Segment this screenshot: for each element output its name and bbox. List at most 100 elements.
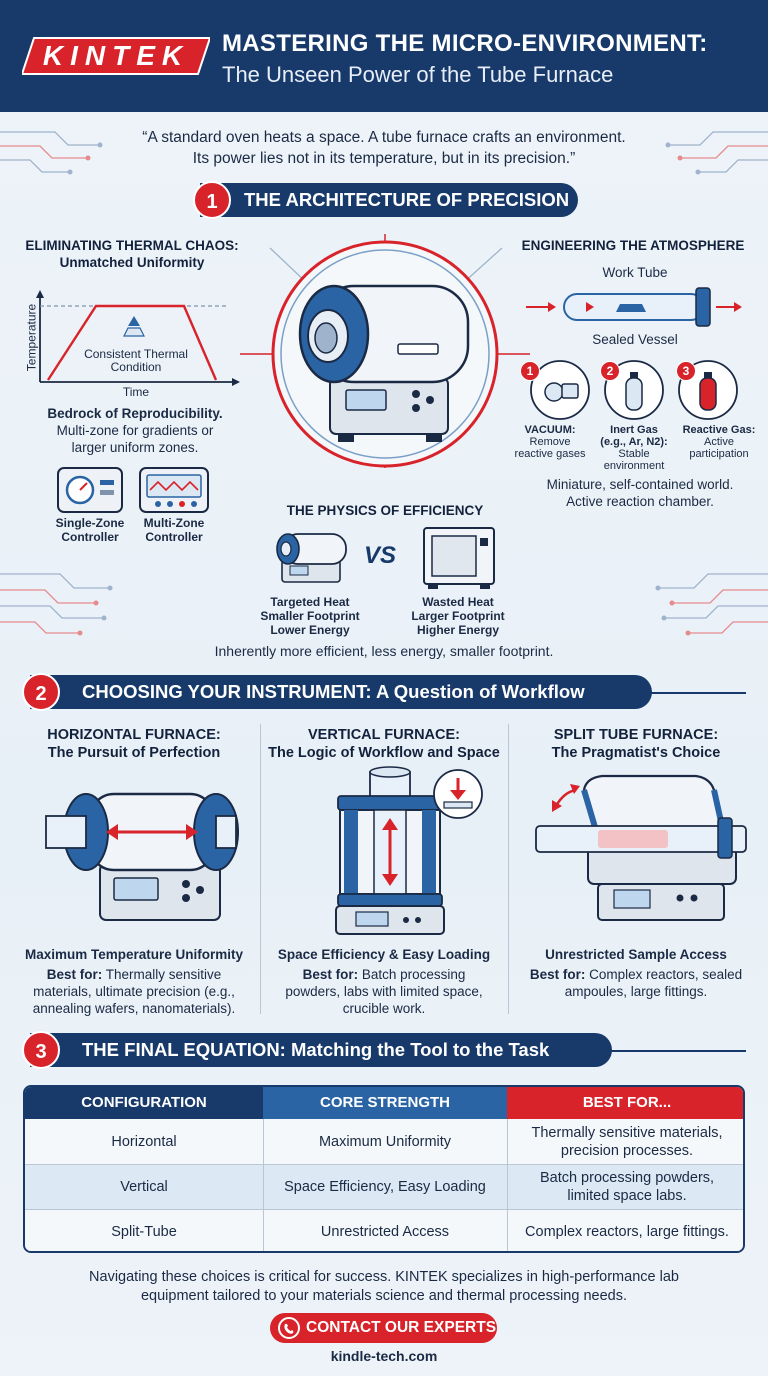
- wasted-heat-line-2: Larger Footprint: [411, 609, 505, 623]
- table-cell-best-vertical: Batch processing powders, limited space …: [507, 1164, 743, 1209]
- reproducibility-line-2: larger uniform zones.: [71, 440, 199, 455]
- wasted-heat-line-3: Higher Energy: [416, 623, 500, 637]
- inert-gas-mode-text: Inert Gas (e.g., Ar, N2): Stable environ…: [594, 424, 674, 472]
- table-cell-best-split: Complex reactors, large fittings.: [525, 1224, 729, 1240]
- table-cell-best-horizontal-line-2: precision processes.: [560, 1142, 694, 1159]
- atmosphere-mode-2-badge: 2: [600, 361, 620, 381]
- horizontal-best-line-1: Thermally sensitive: [102, 967, 222, 982]
- table-cell-best-vertical-line-2: limited space labs.: [567, 1187, 687, 1204]
- table-column-divider: [507, 1119, 508, 1251]
- x-axis-label: Time: [122, 385, 150, 399]
- vertical-furnace-heading: VERTICAL FURNACE: The Logic of Workflow …: [264, 726, 504, 762]
- temperature-profile-chart: [36, 290, 240, 386]
- table-row: [25, 1209, 743, 1251]
- vacuum-mode-line-1: Remove: [529, 436, 571, 448]
- table-cell-best-vertical-line-1: Batch processing powders,: [539, 1169, 715, 1186]
- split-tube-furnace-illustration: [535, 774, 747, 921]
- targeted-heat-line-3: Lower Energy: [270, 623, 350, 637]
- single-zone-label: Single-Zone Controller: [46, 516, 134, 544]
- vertical-furnace-title: VERTICAL FURNACE:: [308, 727, 460, 743]
- footer-text: Navigating these choices is critical for…: [40, 1268, 728, 1306]
- page-subtitle: The Unseen Power of the Tube Furnace: [222, 62, 614, 87]
- y-axis-label-wrap: Temperature: [2, 302, 62, 374]
- multi-zone-label: Multi-Zone Controller: [130, 516, 218, 544]
- atmosphere-caption-line-2: Active reaction chamber.: [566, 494, 714, 509]
- split-best-label: Best for:: [529, 967, 586, 982]
- reproducibility-line-1: Multi-zone for gradients or: [56, 423, 214, 438]
- column-divider-1: [260, 724, 261, 1014]
- vertical-furnace-subtitle: The Logic of Workflow and Space: [268, 745, 500, 761]
- atmosphere-mode-icons: [530, 360, 738, 420]
- horizontal-furnace-best-for: Best for: Thermally sensitive materials,…: [14, 966, 254, 1017]
- wasted-heat-line-1: Wasted Heat: [422, 595, 494, 609]
- table-cell-config-horizontal: Horizontal: [111, 1133, 177, 1150]
- efficiency-summary: Inherently more efficient, less energy, …: [214, 643, 554, 659]
- vertical-furnace-illustration: [335, 766, 483, 935]
- efficiency-heading: THE PHYSICS OF EFFICIENCY: [286, 503, 484, 518]
- table-row-divider: [25, 1164, 743, 1165]
- section-2-number: 2: [22, 673, 60, 711]
- reproducibility-bold: Bedrock of Reproducibility.: [47, 406, 223, 421]
- inert-gas-mode-line-1: (e.g., Ar, N2):: [600, 436, 668, 448]
- contact-experts-button[interactable]: CONTACT OUR EXPERTS: [270, 1313, 497, 1343]
- table-column-divider: [263, 1119, 264, 1251]
- box-oven-icon: [423, 527, 495, 589]
- reactive-gas-mode-text: Reactive Gas: Active participation: [676, 424, 762, 460]
- consistent-condition-line-1: Consistent Thermal: [84, 347, 188, 361]
- versus-label: VS: [360, 542, 400, 570]
- inert-gas-mode-line-2: Stable: [618, 448, 650, 460]
- inert-gas-mode-line-3: environment: [603, 460, 665, 472]
- reproducibility-caption: Bedrock of Reproducibility. Multi-zone f…: [24, 405, 246, 456]
- uniformity-heading: ELIMINATING THERMAL CHAOS: Unmatched Uni…: [14, 237, 250, 271]
- circuit-decoration-mid-right: [655, 573, 768, 636]
- horizontal-furnace-subtitle: The Pursuit of Perfection: [47, 745, 221, 761]
- atmosphere-mode-1-badge: 1: [520, 361, 540, 381]
- quote-line-2: Its power lies not in its temperature, b…: [192, 150, 576, 167]
- wasted-heat-caption: Wasted Heat Larger Footprint Higher Ener…: [396, 595, 520, 637]
- table-row-divider: [25, 1209, 743, 1210]
- split-best-line-1: Complex reactors, sealed: [585, 967, 743, 982]
- table-cell-strength-horizontal: Maximum Uniformity: [318, 1133, 452, 1150]
- split-furnace-subtitle: The Pragmatist's Choice: [551, 745, 721, 761]
- section-3-number: 3: [22, 1031, 60, 1069]
- inert-gas-mode-title: Inert Gas: [610, 424, 658, 436]
- vacuum-mode-line-2: reactive gases: [514, 448, 586, 460]
- multi-zone-label-line-2: Controller: [145, 530, 203, 544]
- work-tube-illustration: [526, 287, 742, 327]
- table-row: [25, 1164, 743, 1209]
- atmosphere-mode-3-badge: 3: [676, 361, 696, 381]
- table-cell-config-vertical: Vertical: [120, 1178, 168, 1195]
- vertical-best-label: Best for:: [302, 967, 359, 982]
- versus-text: VS: [363, 542, 396, 569]
- table-header-core-strength: CORE STRENGTH: [263, 1087, 507, 1119]
- central-tube-furnace-illustration: [240, 234, 530, 468]
- horizontal-furnace-title: HORIZONTAL FURNACE:: [47, 727, 221, 743]
- page-title: MASTERING THE MICRO-ENVIRONMENT:: [222, 30, 708, 57]
- vertical-furnace-strength: Space Efficiency & Easy Loading: [277, 947, 491, 962]
- vertical-best-line-2: powders, labs with limited space,: [285, 984, 483, 999]
- vertical-best-line-3: crucible work.: [342, 1001, 426, 1016]
- consistent-condition-label: Consistent Thermal Condition: [76, 348, 196, 374]
- table-header-best-for: BEST FOR...: [507, 1087, 743, 1119]
- split-furnace-best-for: Best for: Complex reactors, sealed ampou…: [512, 966, 760, 1000]
- comparison-table: CONFIGURATION CORE STRENGTH BEST FOR... …: [23, 1085, 745, 1253]
- section-1-banner: [200, 183, 578, 217]
- work-tube-label: Work Tube: [602, 265, 668, 280]
- small-tube-furnace-icon: [276, 533, 347, 583]
- section-1-number: 1: [193, 181, 231, 219]
- multi-zone-controller-icon: [139, 467, 209, 513]
- horizontal-furnace-heading: HORIZONTAL FURNACE: The Pursuit of Perfe…: [14, 726, 254, 762]
- section-3-banner: [30, 1033, 612, 1067]
- table-cell-strength-vertical: Space Efficiency, Easy Loading: [284, 1178, 486, 1195]
- website-url[interactable]: kindle-tech.com: [330, 1348, 438, 1364]
- table-cell-config-split: Split-Tube: [111, 1224, 177, 1240]
- table-row: [25, 1119, 743, 1164]
- reactive-gas-mode-title: Reactive Gas:: [682, 424, 756, 436]
- split-best-line-2: ampoules, large fittings.: [564, 984, 708, 999]
- single-zone-controller-icon: [57, 467, 123, 513]
- section-1-title: THE ARCHITECTURE OF PRECISION: [244, 189, 570, 210]
- contact-experts-label: CONTACT OUR EXPERTS: [306, 1319, 497, 1336]
- single-zone-label-line-1: Single-Zone: [55, 516, 125, 530]
- section-2-banner: [30, 675, 652, 709]
- multi-zone-label-line-1: Multi-Zone: [143, 516, 205, 530]
